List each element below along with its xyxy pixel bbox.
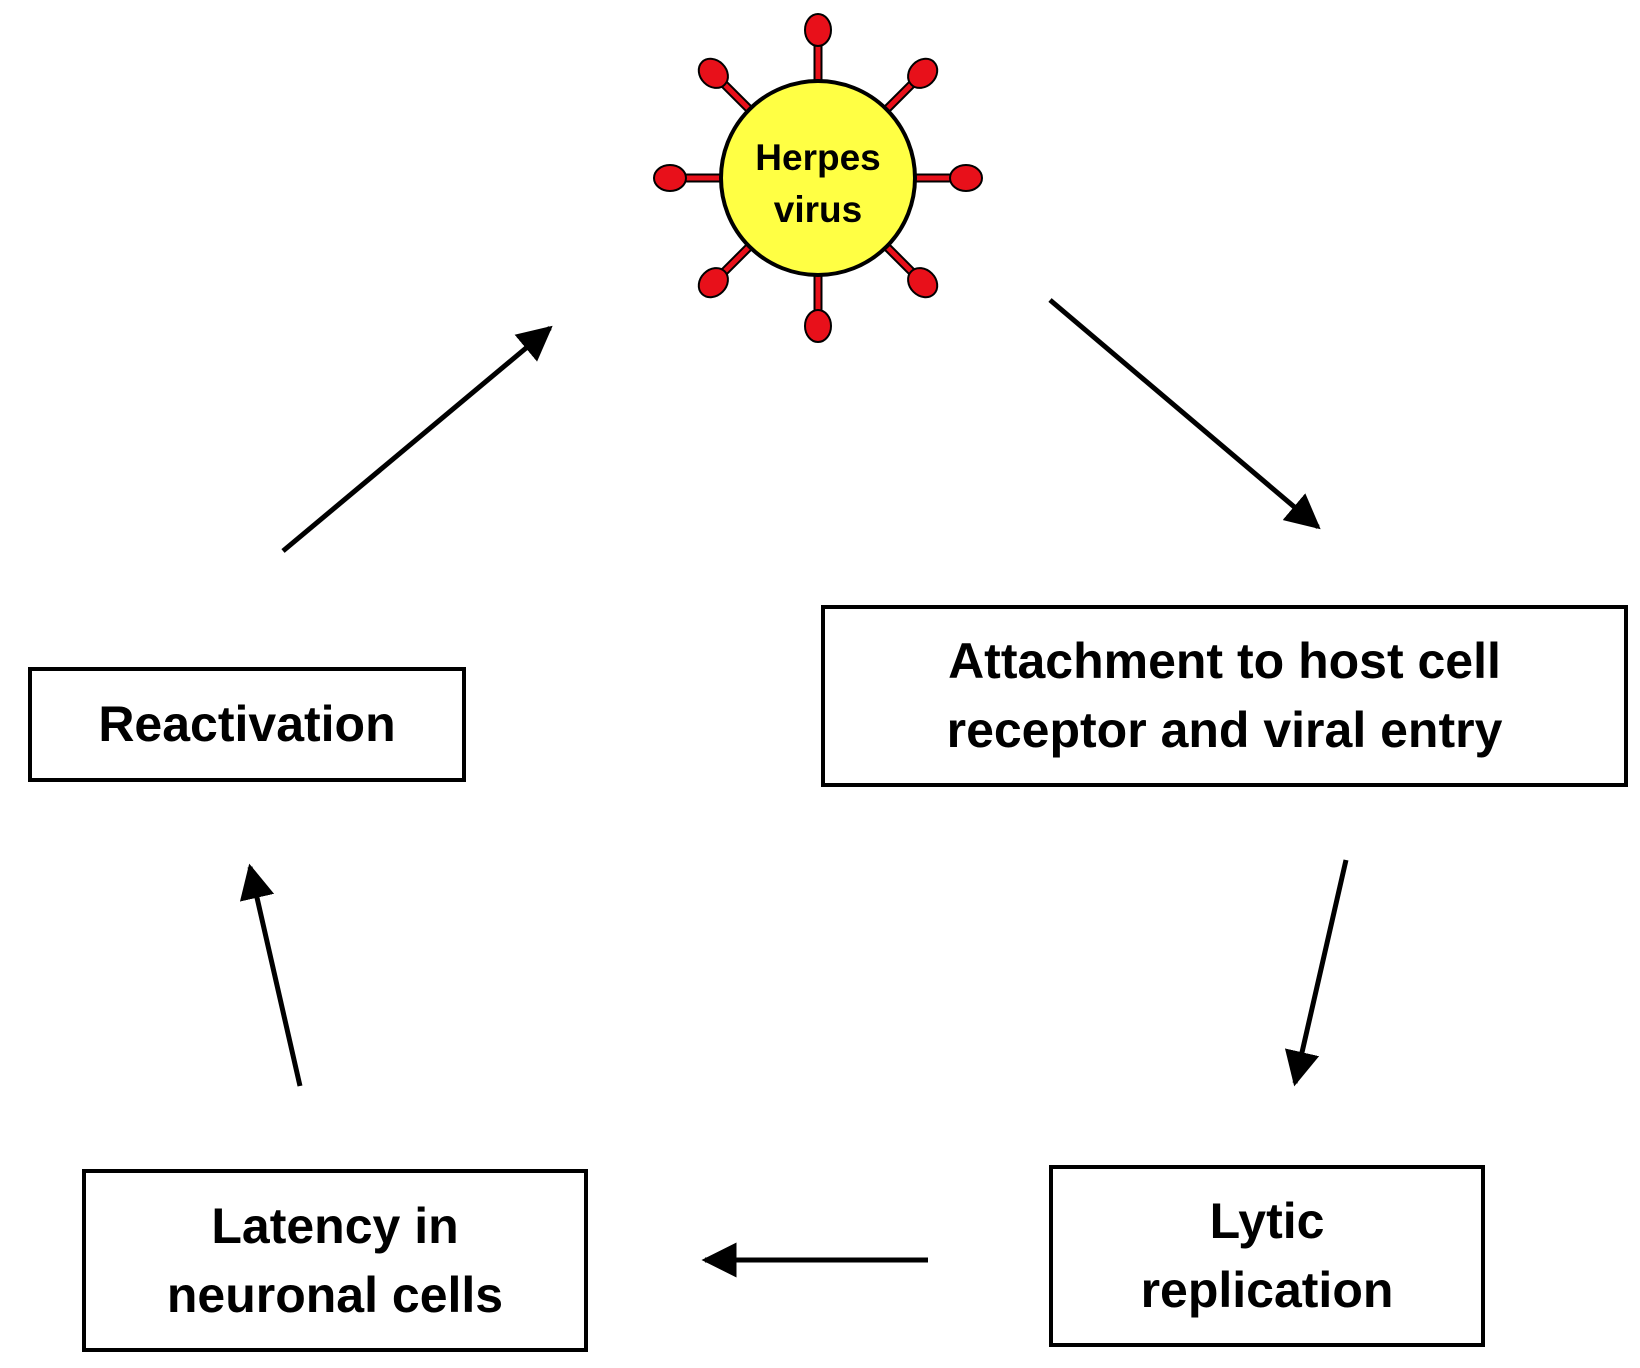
- step-attachment-line1: Attachment to host cell: [948, 633, 1501, 689]
- virus-spikes: [653, 13, 983, 343]
- step-latency-line2: neuronal cells: [166, 1266, 504, 1323]
- step-attachment: Attachment to host cell receptor and vir…: [821, 605, 1628, 787]
- virus-spike-knob: [804, 309, 832, 343]
- virus-spike-stalk-fill: [881, 79, 917, 115]
- virus-spike-knob: [697, 267, 729, 299]
- step-lytic-replication: Lytic replication: [1049, 1165, 1485, 1347]
- step-lytic-line1: Lytic: [1209, 1193, 1325, 1249]
- step-latency: Latency in neuronal cells: [82, 1169, 588, 1352]
- virus-label-line2: virus: [774, 189, 862, 230]
- virus-spike-stalk-fill: [719, 241, 755, 277]
- step-lytic-line2: replication: [1140, 1262, 1394, 1318]
- virus-spike-stalk-fill: [719, 79, 755, 115]
- step-reactivation-label: Reactivation: [98, 696, 396, 752]
- arrow-virus-to-attachment: [1048, 298, 1321, 530]
- virus-spike-knob: [804, 13, 832, 47]
- step-reactivation: Reactivation: [28, 667, 466, 782]
- step-attachment-line2: receptor and viral entry: [946, 702, 1503, 758]
- virus-capsid: [719, 79, 917, 277]
- virus-spike-knob: [907, 267, 939, 299]
- virus-spike-stalk-fill: [881, 241, 917, 277]
- herpes-virus-icon: Herpes virus: [653, 13, 983, 343]
- arrow-attachment-to-lytic: [1284, 859, 1349, 1087]
- arrow-reactivation-to-virus: [281, 325, 553, 553]
- arrow-latency-to-reactivation: [239, 863, 303, 1087]
- step-latency-line1: Latency in: [211, 1197, 459, 1254]
- virus-spike-knob: [653, 164, 687, 192]
- virus-spike-knob: [949, 164, 983, 192]
- virus-label-line1: Herpes: [755, 137, 880, 178]
- virus-spike-knob: [697, 57, 729, 89]
- virus-spike-knob: [907, 57, 939, 89]
